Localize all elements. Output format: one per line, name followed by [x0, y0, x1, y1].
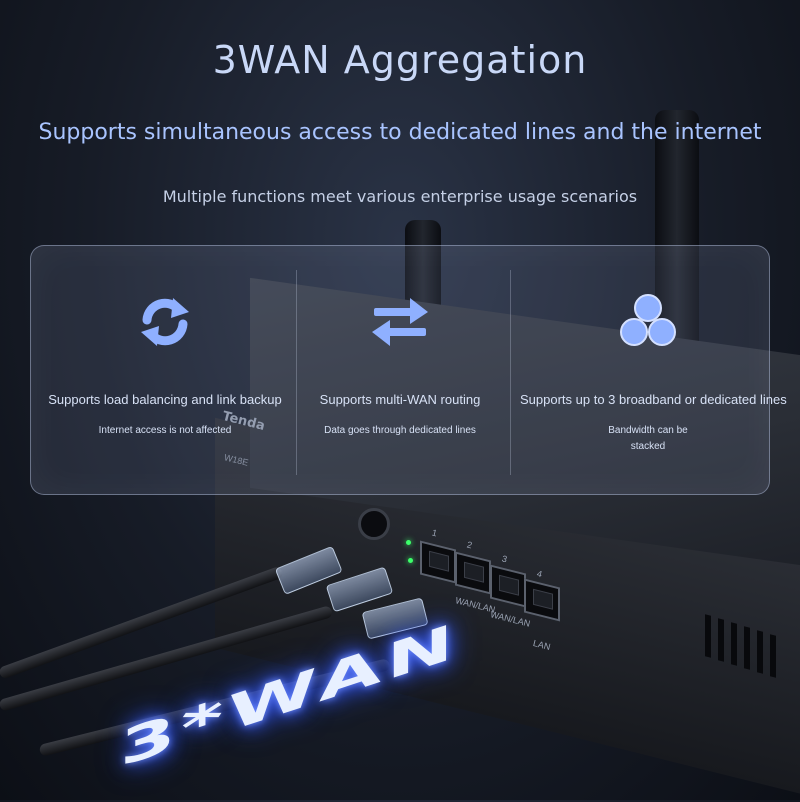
feature-label: Supports multi-WAN routing: [319, 392, 481, 407]
feature-load-balancing: Supports load balancing and link backup …: [40, 290, 290, 439]
vent-slot: [757, 630, 763, 674]
feature-label: Supports up to 3 broadband or dedicated …: [520, 392, 787, 407]
feature-description: Internet access is not affected: [98, 425, 232, 436]
page-tagline: Multiple functions meet various enterpri…: [162, 187, 638, 206]
vent-slot: [705, 614, 711, 658]
vent-slot: [718, 618, 724, 662]
power-socket: [358, 508, 390, 540]
feature-panel: [30, 245, 770, 495]
feature-description-line: stacked: [630, 441, 666, 452]
feature-label: Supports load balancing and link backup: [48, 392, 282, 407]
page-subtitle: Supports simultaneous access to dedicate…: [38, 120, 762, 145]
panel-divider: [296, 270, 297, 475]
vent-slot: [731, 622, 737, 666]
feature-multi-wan-routing: Supports multi-WAN routing Data goes thr…: [300, 290, 500, 439]
page-title: 3WAN Aggregation: [212, 38, 588, 82]
swap-arrows-icon: [372, 298, 428, 346]
vent-slot: [744, 626, 750, 670]
feature-description: Bandwidth can be stacked: [520, 423, 776, 455]
feature-description-line: Bandwidth can be: [608, 425, 688, 436]
status-led: [408, 558, 413, 563]
three-circles-icon: [620, 294, 676, 346]
status-led: [406, 540, 411, 545]
feature-description: Data goes through dedicated lines: [324, 425, 476, 436]
feature-broadband-lines: Supports up to 3 broadband or dedicated …: [520, 290, 787, 455]
refresh-icon: [141, 298, 189, 346]
panel-divider: [510, 270, 511, 475]
vent-slot: [770, 634, 776, 678]
